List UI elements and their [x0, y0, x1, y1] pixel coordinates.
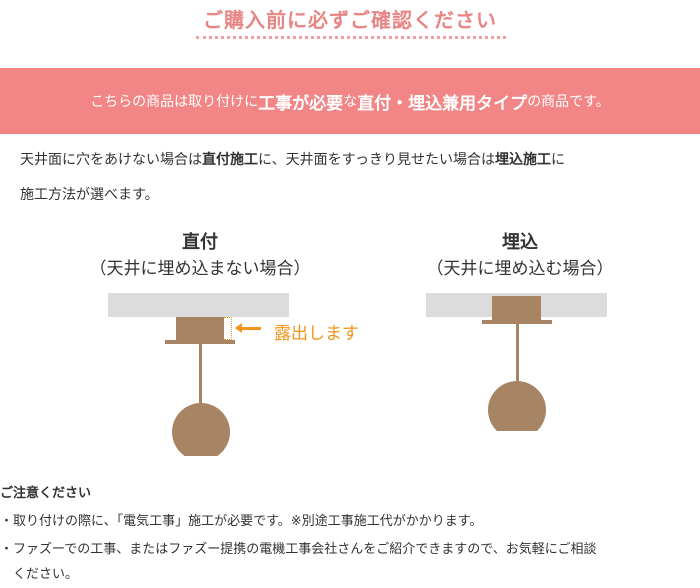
intro-line-2: 施工方法が選べます。	[20, 187, 159, 203]
exposed-label: 露出します	[274, 324, 359, 344]
pendant-shade	[172, 403, 230, 456]
cord	[199, 344, 202, 406]
dotted-divider	[196, 36, 506, 39]
notes-heading: ご注意ください	[0, 486, 92, 501]
banner-emphasis: 直付・埋込兼用タイプ	[357, 93, 528, 114]
banner-text: の商品です。	[527, 94, 610, 110]
plate	[165, 340, 235, 344]
arrow-left-icon	[237, 327, 261, 330]
pendant-shade	[488, 381, 546, 431]
info-banner: こちらの商品は取り付けに工事が必要な直付・埋込兼用タイプの商品です。	[0, 68, 700, 134]
note-item: ・ファズーでの工事、またはファズー提携の電機工事会社さんをご紹介できますので、お…	[0, 542, 597, 557]
arrowhead	[235, 323, 242, 333]
embedded-heading: 埋込（天井に埋め込む場合）	[426, 232, 614, 279]
note-item: ください。	[0, 567, 79, 582]
direct-heading: 直付（天井に埋め込まない場合）	[89, 232, 311, 279]
canopy	[176, 317, 224, 340]
page-title: ご購入前に必ずご確認ください	[203, 8, 497, 32]
canopy	[492, 296, 541, 320]
banner-text: な	[343, 94, 358, 110]
ceiling	[108, 293, 289, 317]
intro-line-1: 天井面に穴をあけない場合は直付施工に、天井面をすっきり見せたい場合は埋込施工に	[20, 152, 566, 168]
exposed-marker	[224, 317, 232, 340]
plate	[482, 320, 552, 324]
banner-text: こちらの商品は取り付けに	[90, 94, 259, 110]
cord	[516, 324, 519, 384]
note-item: ・取り付けの際に、「電気工事」施工が必要です。※別途工事施工代がかかります。	[0, 514, 483, 529]
banner-emphasis: 工事が必要	[258, 93, 344, 114]
